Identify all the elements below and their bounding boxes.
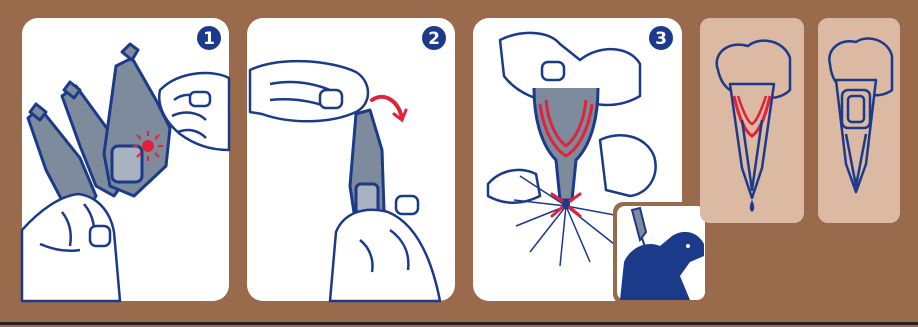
step-3-number: 3 (655, 29, 667, 49)
step-1-number: 1 (203, 29, 215, 49)
squeeze-detail-panel (700, 18, 804, 223)
step-2-number: 2 (428, 29, 440, 49)
step-2-panel: 2 (247, 18, 455, 301)
bottom-rule (0, 322, 918, 325)
upper-hand-icon (250, 61, 368, 121)
snap-point-icon (133, 131, 163, 161)
step-1-panel: 1 (22, 18, 229, 301)
empty-detail-panel (818, 18, 900, 223)
application-point-icon (562, 200, 570, 208)
dog-inset (613, 202, 709, 304)
